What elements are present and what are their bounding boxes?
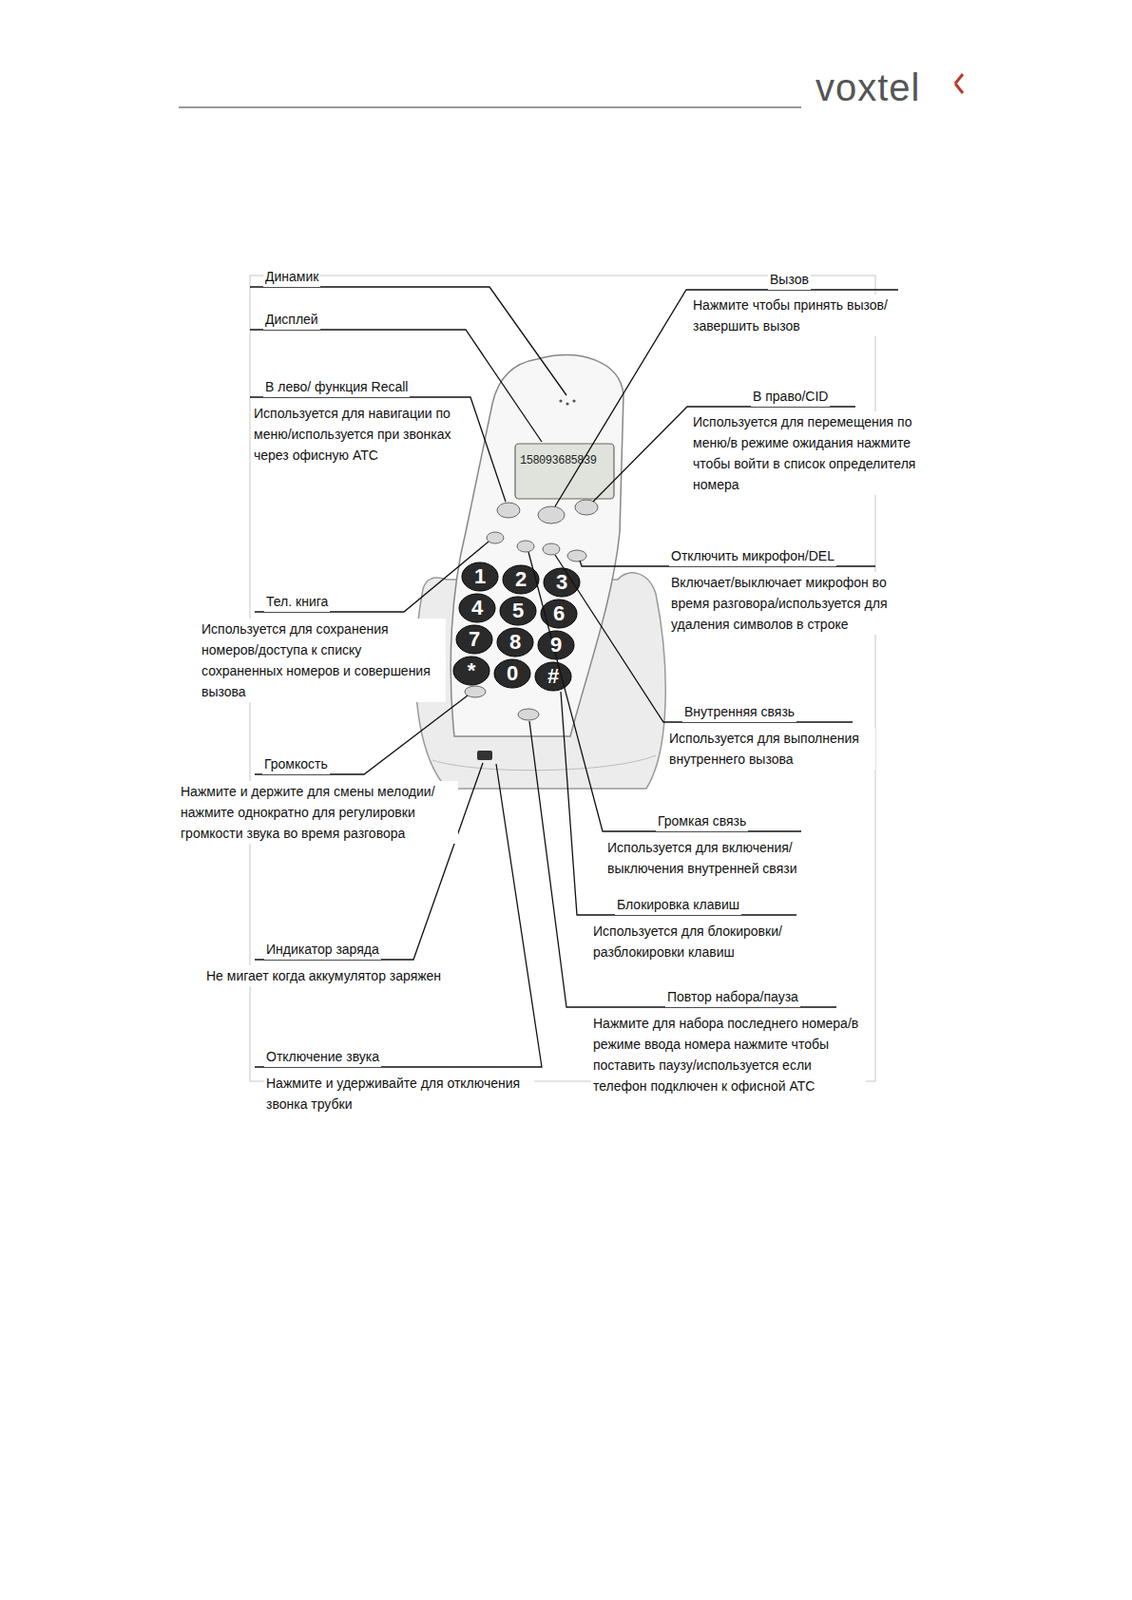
key-label: 4: [462, 594, 492, 622]
callout-heading: Повтор набора/пауза: [665, 986, 801, 1008]
callout-description: Используется для выполнения внутреннего …: [667, 728, 876, 770]
header-rule: [178, 106, 802, 109]
key-label: 9: [541, 632, 571, 659]
callout-heading: В лево/ функция Recall: [263, 376, 410, 398]
callout-description: Используется для сохранения номеров/дост…: [199, 618, 446, 703]
callout-description: Включает/выключает микрофон во время раз…: [669, 572, 906, 635]
key-label: 0: [498, 660, 527, 688]
key-label: 5: [503, 597, 533, 625]
callout-heading: Динамик: [263, 266, 321, 288]
keypad: [453, 562, 580, 691]
key-label: 1: [465, 563, 495, 591]
callout-description: Используется для блокировки/разблокировк…: [591, 920, 824, 963]
brand-logo: voxtel: [815, 66, 921, 109]
handset: [450, 355, 624, 737]
key-label: 3: [547, 569, 576, 596]
callout-heading: Отключить микрофон/DEL: [669, 545, 837, 567]
callout-heading: Блокировка клавиш: [614, 894, 742, 916]
key-label: 2: [506, 566, 536, 594]
callout-description: Нажмите чтобы принять вызов/завершить вы…: [690, 294, 900, 337]
key-label: 8: [500, 629, 530, 656]
key-label: 6: [544, 600, 574, 628]
callout-heading: Тел. книга: [264, 591, 330, 613]
callout-heading: Громкость: [262, 753, 330, 775]
key-label: *: [457, 657, 486, 685]
base-edge: [432, 755, 656, 771]
callout-description: Нажмите и удерживайте для отключения зво…: [264, 1073, 535, 1115]
callout-description: Используется для включения/ выключения в…: [605, 837, 857, 880]
logo-mark: [955, 74, 963, 94]
display-text: 158093685839: [519, 450, 611, 472]
callout-description: Используется для перемещения по меню/в р…: [690, 411, 928, 496]
callout-heading: В право/CID: [750, 385, 830, 407]
key-label: 7: [460, 626, 489, 653]
callout-heading: Внутренняя связь: [682, 701, 797, 723]
callout-heading: Индикатор заряда: [264, 939, 382, 960]
callout-description: Используется для навигации по меню/испол…: [251, 402, 467, 466]
key-label: #: [538, 663, 568, 691]
callout-heading: Громкая связь: [655, 810, 749, 832]
charge-indicator: [477, 750, 493, 761]
callout-heading: Отключение звука: [264, 1046, 382, 1068]
callout-heading: Вызов: [767, 268, 811, 290]
callout-description: Нажмите и держите для смены мелодии/нажм…: [178, 781, 459, 845]
callout-description: Не мигает когда аккумулятор заряжен: [204, 965, 443, 987]
callout-heading: Дисплей: [263, 308, 321, 330]
callout-description: Нажмите для набора последнего номера/в р…: [591, 1013, 866, 1097]
